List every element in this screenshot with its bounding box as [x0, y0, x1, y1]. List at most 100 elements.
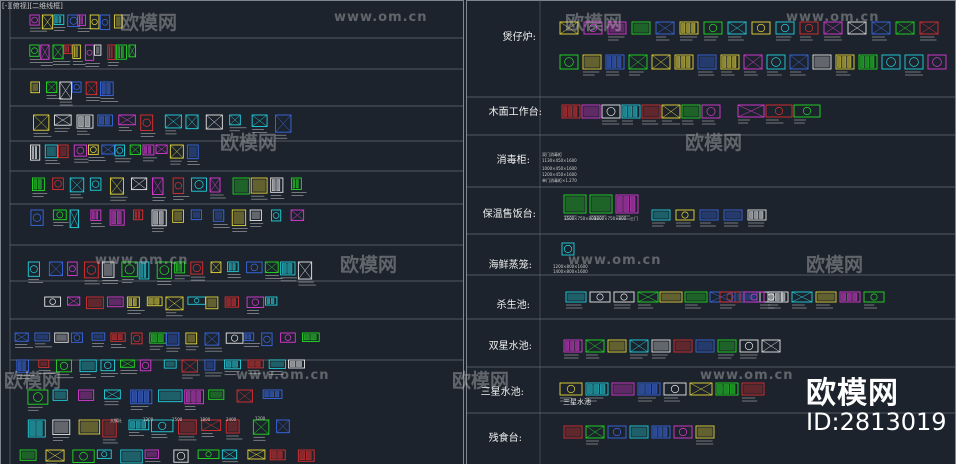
equipment-symbol[interactable]	[89, 177, 102, 191]
equipment-symbol[interactable]	[747, 209, 767, 221]
equipment-symbol[interactable]	[70, 332, 84, 343]
equipment-symbol[interactable]	[251, 114, 268, 127]
equipment-symbol[interactable]	[114, 144, 126, 157]
equipment-symbol[interactable]	[205, 114, 223, 130]
equipment-symbol[interactable]	[919, 21, 939, 35]
equipment-symbol[interactable]	[673, 339, 693, 353]
equipment-symbol[interactable]	[607, 339, 627, 353]
equipment-symbol[interactable]	[191, 177, 207, 192]
equipment-symbol[interactable]	[72, 449, 95, 463]
equipment-symbol[interactable]	[139, 359, 152, 372]
equipment-symbol[interactable]	[96, 449, 112, 459]
equipment-symbol[interactable]	[107, 44, 116, 60]
equipment-symbol[interactable]	[651, 339, 671, 353]
equipment-symbol[interactable]	[302, 332, 320, 342]
equipment-symbol[interactable]	[109, 209, 125, 226]
equipment-symbol[interactable]	[69, 209, 80, 229]
equipment-symbol[interactable]	[621, 104, 641, 119]
equipment-symbol[interactable]	[89, 14, 100, 30]
equipment-symbol[interactable]	[737, 104, 765, 118]
equipment-symbol[interactable]	[201, 419, 222, 431]
equipment-symbol[interactable]	[637, 382, 661, 396]
equipment-symbol[interactable]	[679, 21, 699, 35]
equipment-symbol[interactable]	[128, 44, 137, 58]
equipment-symbol[interactable]	[270, 209, 282, 222]
equipment-symbol[interactable]	[118, 114, 136, 126]
equipment-symbol[interactable]	[297, 449, 315, 462]
equipment-symbol[interactable]	[288, 359, 305, 369]
equipment-symbol[interactable]	[613, 291, 635, 303]
equipment-symbol[interactable]	[59, 81, 72, 100]
equipment-symbol[interactable]	[812, 54, 832, 70]
equipment-symbol[interactable]	[243, 332, 255, 342]
equipment-symbol[interactable]	[72, 44, 81, 60]
equipment-symbol[interactable]	[104, 389, 121, 400]
equipment-symbol[interactable]	[101, 144, 115, 155]
equipment-symbol[interactable]	[106, 296, 124, 308]
equipment-symbol[interactable]	[185, 114, 199, 130]
equipment-symbol[interactable]	[164, 114, 182, 129]
equipment-symbol[interactable]	[63, 44, 73, 55]
equipment-symbol[interactable]	[607, 21, 627, 35]
equipment-symbol[interactable]	[210, 261, 222, 274]
equipment-symbol[interactable]	[208, 389, 225, 400]
equipment-symbol[interactable]	[561, 104, 581, 119]
equipment-symbol[interactable]	[52, 389, 68, 401]
equipment-symbol[interactable]	[701, 104, 721, 119]
equipment-symbol[interactable]	[561, 242, 575, 256]
equipment-symbol[interactable]	[53, 14, 65, 25]
equipment-symbol[interactable]	[823, 21, 843, 35]
equipment-symbol[interactable]	[163, 359, 177, 369]
equipment-symbol[interactable]	[629, 339, 649, 353]
equipment-symbol[interactable]	[69, 177, 85, 193]
equipment-symbol[interactable]	[651, 54, 671, 70]
equipment-symbol[interactable]	[236, 389, 253, 403]
equipment-symbol[interactable]	[250, 177, 268, 194]
equipment-symbol[interactable]	[151, 419, 174, 433]
equipment-symbol[interactable]	[73, 144, 87, 157]
equipment-symbol[interactable]	[791, 291, 813, 303]
equipment-symbol[interactable]	[44, 296, 62, 307]
equipment-symbol[interactable]	[151, 209, 167, 227]
equipment-symbol[interactable]	[85, 81, 98, 96]
equipment-symbol[interactable]	[45, 449, 65, 462]
equipment-symbol[interactable]	[651, 209, 671, 221]
equipment-symbol[interactable]	[149, 332, 167, 344]
equipment-symbol[interactable]	[172, 209, 184, 223]
equipment-symbol[interactable]	[839, 291, 861, 303]
equipment-symbol[interactable]	[133, 209, 144, 221]
equipment-symbol[interactable]	[86, 296, 104, 310]
equipment-symbol[interactable]	[881, 54, 901, 70]
equipment-symbol[interactable]	[717, 339, 737, 353]
equipment-symbol[interactable]	[30, 81, 40, 94]
equipment-symbol[interactable]	[280, 332, 296, 343]
equipment-symbol[interactable]	[54, 332, 69, 343]
equipment-symbol[interactable]	[766, 54, 786, 70]
equipment-symbol[interactable]	[631, 21, 651, 35]
equipment-symbol[interactable]	[927, 54, 947, 70]
equipment-symbol[interactable]	[156, 261, 173, 279]
equipment-symbol[interactable]	[174, 261, 186, 274]
equipment-symbol[interactable]	[84, 261, 99, 279]
equipment-symbol[interactable]	[663, 382, 687, 396]
equipment-symbol[interactable]	[871, 21, 891, 35]
equipment-symbol[interactable]	[101, 261, 115, 278]
equipment-symbol[interactable]	[181, 359, 198, 373]
equipment-symbol[interactable]	[165, 296, 184, 311]
equipment-symbol[interactable]	[87, 144, 99, 155]
equipment-symbol[interactable]	[190, 209, 202, 221]
equipment-symbol[interactable]	[232, 177, 250, 195]
equipment-symbol[interactable]	[52, 44, 64, 60]
equipment-symbol[interactable]	[100, 359, 115, 372]
equipment-symbol[interactable]	[605, 54, 625, 70]
equipment-symbol[interactable]	[204, 332, 220, 346]
equipment-symbol[interactable]	[152, 177, 164, 195]
equipment-symbol[interactable]	[205, 296, 219, 310]
equipment-symbol[interactable]	[291, 177, 302, 190]
equipment-symbol[interactable]	[71, 81, 82, 93]
equipment-symbol[interactable]	[54, 114, 72, 126]
equipment-symbol[interactable]	[129, 144, 141, 155]
equipment-symbol[interactable]	[155, 144, 168, 154]
equipment-symbol[interactable]	[743, 54, 763, 70]
equipment-symbol[interactable]	[229, 114, 241, 126]
